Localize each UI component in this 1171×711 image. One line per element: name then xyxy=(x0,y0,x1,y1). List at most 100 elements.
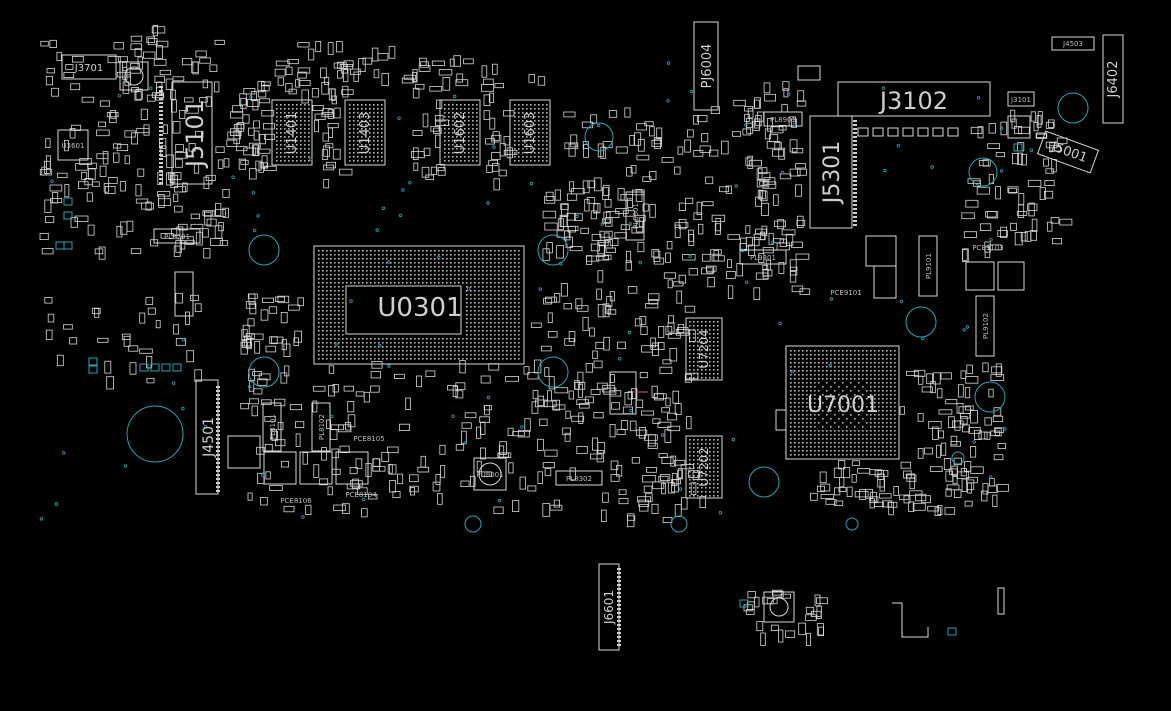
mem-ball xyxy=(369,140,371,142)
passive-part xyxy=(185,106,199,114)
cpu-ball xyxy=(514,310,516,312)
cpu-ball xyxy=(498,314,500,316)
gpu-ball xyxy=(794,378,796,380)
passive-part xyxy=(328,365,335,374)
vram-ball xyxy=(701,353,703,355)
cpu-ball xyxy=(434,258,436,260)
cpu-ball xyxy=(494,350,496,352)
gpu-ball xyxy=(874,378,876,380)
passive-part xyxy=(437,493,443,505)
passive-part xyxy=(789,271,797,283)
cpu-ball xyxy=(358,258,360,260)
j5301-pin xyxy=(853,176,857,178)
cpu-ball xyxy=(390,282,392,284)
cpu-ball xyxy=(470,346,472,348)
pl9101-outline xyxy=(918,235,938,297)
cpu-ball xyxy=(330,258,332,260)
mem-ball xyxy=(353,132,355,134)
passive-part xyxy=(295,433,301,447)
gpu-ball xyxy=(858,374,860,376)
vram-ball xyxy=(689,491,691,493)
cpu-ball xyxy=(498,350,500,352)
mem-ball xyxy=(522,132,524,134)
mem-ball xyxy=(300,116,302,118)
cpu-ball xyxy=(406,262,408,264)
passive-part xyxy=(705,176,714,185)
gpu-ball xyxy=(886,426,888,428)
mounting-hole xyxy=(126,405,184,463)
j6402-outline xyxy=(1102,34,1124,124)
passive-part xyxy=(770,624,779,631)
highlight-pad xyxy=(139,363,149,372)
cpu-ball xyxy=(370,274,372,276)
gpu-ball xyxy=(870,370,872,372)
cpu-ball xyxy=(458,342,460,344)
cpu-ball xyxy=(354,278,356,280)
cpu-ball xyxy=(502,354,504,356)
cpu-ball xyxy=(382,274,384,276)
cpu-ball xyxy=(454,254,456,256)
cpu-ball xyxy=(466,250,468,252)
gpu-ball xyxy=(870,378,872,380)
gpu-ball xyxy=(814,454,816,456)
cpu-ball xyxy=(358,250,360,252)
passive-part xyxy=(295,79,301,88)
mem-ball xyxy=(534,136,536,138)
mem-ball xyxy=(542,128,544,130)
gpu-ball xyxy=(842,362,844,364)
passive-part xyxy=(988,123,996,134)
cpu-ball xyxy=(330,294,332,296)
passive-part xyxy=(494,83,504,89)
cpu-ball xyxy=(486,338,488,340)
mounting-hole xyxy=(1057,92,1089,124)
gpu-ball xyxy=(886,442,888,444)
cpu-ball xyxy=(490,302,492,304)
passive-part xyxy=(762,247,774,254)
gpu-ball xyxy=(790,410,792,412)
gpu-ball xyxy=(798,382,800,384)
cpu-ball xyxy=(470,294,472,296)
passive-part xyxy=(246,99,260,107)
passive-part xyxy=(1045,141,1058,149)
passive-part xyxy=(565,410,571,419)
gpu-ball xyxy=(838,454,840,456)
gpu-ball xyxy=(866,358,868,360)
mem-ball xyxy=(456,140,458,142)
passive-part xyxy=(649,126,655,137)
passive-part xyxy=(327,123,339,129)
mem-ball xyxy=(534,104,536,106)
cpu-ball xyxy=(486,334,488,336)
cpu-ball xyxy=(462,270,464,272)
cpu-ball xyxy=(330,346,332,348)
passive-part xyxy=(994,427,1005,433)
passive-part xyxy=(684,373,692,383)
gpu-ball xyxy=(810,354,812,356)
cpu-ball xyxy=(370,350,372,352)
gpu-ball xyxy=(790,454,792,456)
cpu-ball xyxy=(422,358,424,360)
mem-ball xyxy=(377,144,379,146)
cpu-ball xyxy=(378,274,380,276)
cpu-ball xyxy=(506,314,508,316)
mem-ball xyxy=(472,120,474,122)
cpu-ball xyxy=(430,346,432,348)
cpu-ball xyxy=(462,354,464,356)
cpu-ball xyxy=(346,338,348,340)
cpu-ball xyxy=(486,262,488,264)
cpu-ball xyxy=(330,334,332,336)
passive-part xyxy=(992,415,1004,423)
vram-ball xyxy=(693,369,695,371)
cpu-ball xyxy=(498,302,500,304)
passive-part xyxy=(725,185,732,194)
passive-part xyxy=(568,143,576,157)
cpu-ball xyxy=(362,274,364,276)
gpu-ball xyxy=(802,402,804,404)
mem-ball xyxy=(522,156,524,158)
cpu-ball xyxy=(418,262,420,264)
passive-part xyxy=(670,455,677,467)
cpu-ball xyxy=(458,250,460,252)
vram-ball xyxy=(693,373,695,375)
mem-ball xyxy=(464,152,466,154)
gpu-ball xyxy=(834,370,836,372)
via xyxy=(54,502,59,506)
